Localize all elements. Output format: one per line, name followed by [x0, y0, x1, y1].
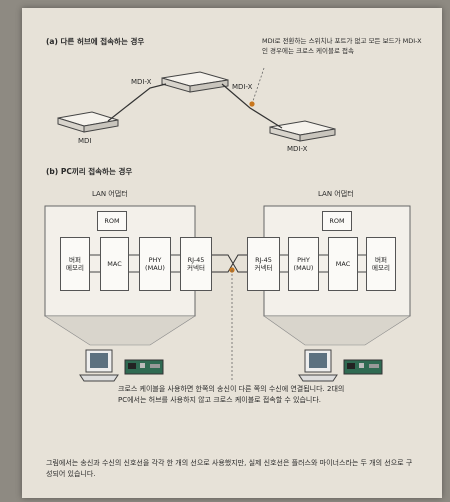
callout-dot-a — [249, 101, 255, 107]
signal-lines-right — [279, 254, 366, 273]
adapter-label-left: LAN 어댑터 — [92, 190, 128, 198]
cable-right — [221, 83, 283, 129]
signal-lines-left — [89, 254, 180, 273]
projection-left — [43, 315, 197, 346]
label-mdix-center-right: MDI-X — [232, 83, 253, 91]
hub-left — [57, 111, 119, 133]
callout-a: MDI로 전환하는 스위치나 포트가 없고 모든 보드가 MDI-X인 경우에는… — [262, 37, 422, 55]
footnote: 그림에서는 송신과 수신의 신호선을 각각 한 개의 선으로 사용했지만, 실제… — [46, 459, 413, 478]
buffer-memory-left: 버퍼 메모리 — [60, 237, 90, 291]
label-mdi: MDI — [78, 137, 92, 145]
adapter-label-right: LAN 어댑터 — [318, 190, 354, 198]
rom-right: ROM — [322, 211, 352, 231]
hub-right — [269, 120, 336, 142]
rom-left: ROM — [97, 211, 127, 231]
buffer-memory-right: 버퍼 메모리 — [366, 237, 396, 291]
cable-left — [107, 83, 167, 122]
phy-right: PHY (MAU) — [288, 237, 319, 291]
callout-leader-a — [251, 67, 265, 105]
section-b-title: (b) PC끼리 접속하는 경우 — [46, 167, 133, 176]
rj45-right: RJ-45 커넥터 — [247, 237, 280, 291]
rj45-left: RJ-45 커넥터 — [180, 237, 212, 291]
section-a-title: (a) 다른 허브에 접속하는 경우 — [46, 37, 145, 46]
phy-left: PHY (MAU) — [139, 237, 171, 291]
label-mdix-right: MDI-X — [287, 145, 308, 153]
pc-left — [79, 349, 164, 382]
mac-right: MAC — [328, 237, 358, 291]
hub-center — [161, 71, 229, 93]
pc-right — [298, 349, 383, 382]
mac-left: MAC — [100, 237, 129, 291]
callout-b: 크로스 케이블을 사용하면 한쪽의 송신이 다른 쪽의 수신에 연결됩니다. 2… — [118, 385, 345, 404]
crossover-cable — [210, 254, 247, 273]
label-mdix-center-left: MDI-X — [131, 78, 152, 86]
projection-right — [263, 315, 412, 346]
